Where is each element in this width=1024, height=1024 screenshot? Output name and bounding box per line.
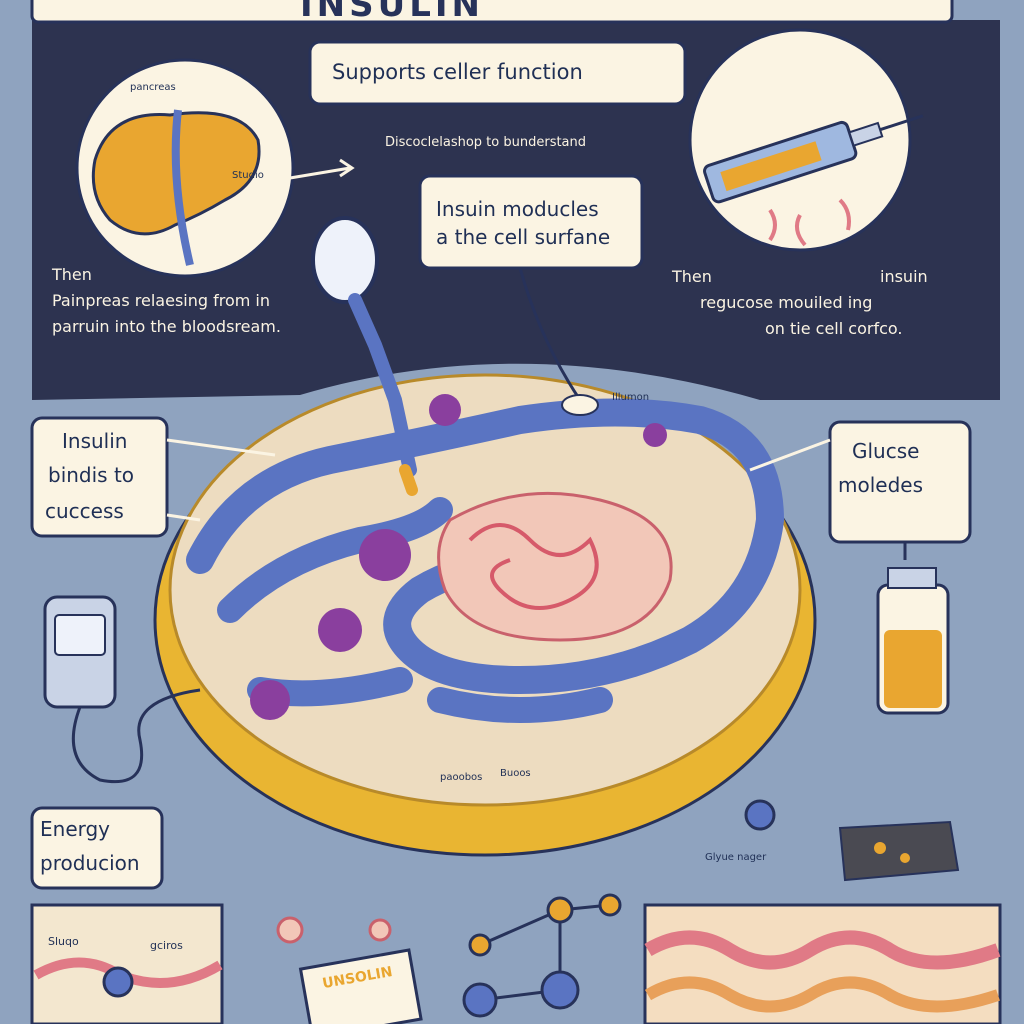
syringe-squiggles: [768, 198, 851, 247]
molecule-network: [462, 893, 622, 1018]
purple-cluster-5: [643, 423, 667, 447]
bottom-left-label-1: Sluqo: [48, 935, 79, 948]
arrow-right: [289, 166, 351, 180]
binds-callout-line3: cuccess: [45, 499, 124, 523]
nucleus: [437, 491, 673, 642]
glucose-tissue-label: Glyue nager: [705, 852, 767, 863]
left-text-line2: Painpreas relaesing from in: [52, 291, 271, 310]
binds-callout-line1: Insulin: [62, 429, 128, 453]
right-text-line3: on tie cell corfco.: [765, 319, 903, 338]
syringe-icon: [703, 114, 924, 204]
cell-bottom-right-label: Buoos: [500, 768, 531, 779]
energy-callout-box: [30, 806, 164, 890]
center-callout-box: [418, 174, 644, 270]
energy-callout-line2: producion: [40, 851, 140, 875]
glucose-dot-1: [276, 916, 304, 944]
binds-callout-line2: bindis to: [48, 463, 135, 487]
glucose-callout-line2: moledes: [838, 473, 923, 497]
probe-stick: [348, 293, 417, 477]
insulin-book: [298, 948, 423, 1024]
energy-callout-line1: Energy: [40, 817, 111, 841]
binds-callout-pointer: [166, 438, 276, 457]
glucose-callout-box: [828, 420, 972, 544]
receptor-molecule: [744, 799, 776, 831]
glucose-tissue: [838, 820, 960, 882]
skin-wave-upper: [644, 930, 1001, 970]
glucose-dot-2: [368, 918, 392, 942]
monitor-cable: [71, 688, 201, 784]
glucose-callout-pointer: [749, 438, 831, 472]
purple-cluster-2: [318, 608, 362, 652]
right-text-line1-right: insuin: [880, 267, 928, 286]
left-text-line1: Then: [52, 265, 92, 284]
bottom-left-label-2: gciros: [150, 939, 183, 952]
pancreas-label: pancreas: [130, 82, 176, 93]
cell-top-label: Illumon: [612, 392, 650, 403]
header-subtitle: Supports celler function: [332, 60, 583, 84]
binds-callout-box: [30, 416, 169, 538]
vessel-cell: [102, 966, 134, 998]
purple-cluster-1: [359, 529, 411, 581]
pancreas-duct: [171, 109, 194, 266]
cell-bottom-left-label: paoobos: [440, 772, 483, 783]
center-callout-line1: Insuin moducles: [436, 197, 599, 221]
title-box: [30, 0, 954, 24]
skin-wave-lower: [644, 976, 1000, 1013]
dna-strand: [468, 523, 599, 610]
right-text-line1-left: Then: [672, 267, 712, 286]
center-callout-pointer: [518, 267, 582, 401]
center-callout-line2: a the cell surfane: [436, 225, 611, 249]
magnifier-probe: [311, 216, 379, 304]
subtitle-box: [308, 40, 687, 106]
left-text-line3: parruin into the bloodsream.: [52, 317, 281, 336]
discover-note: Discoclelashop to bunderstand: [385, 135, 587, 150]
right-text-line2: regucose mouiled ing: [700, 293, 873, 312]
vesicle-chain-inner: [217, 497, 453, 623]
purple-cluster-3: [250, 680, 290, 720]
page-title: INSULIN: [300, 0, 484, 25]
purple-cluster-4: [429, 394, 461, 426]
glucose-callout-line1: Glucse: [852, 439, 920, 463]
pancreas-side-label: Studio: [232, 170, 264, 181]
